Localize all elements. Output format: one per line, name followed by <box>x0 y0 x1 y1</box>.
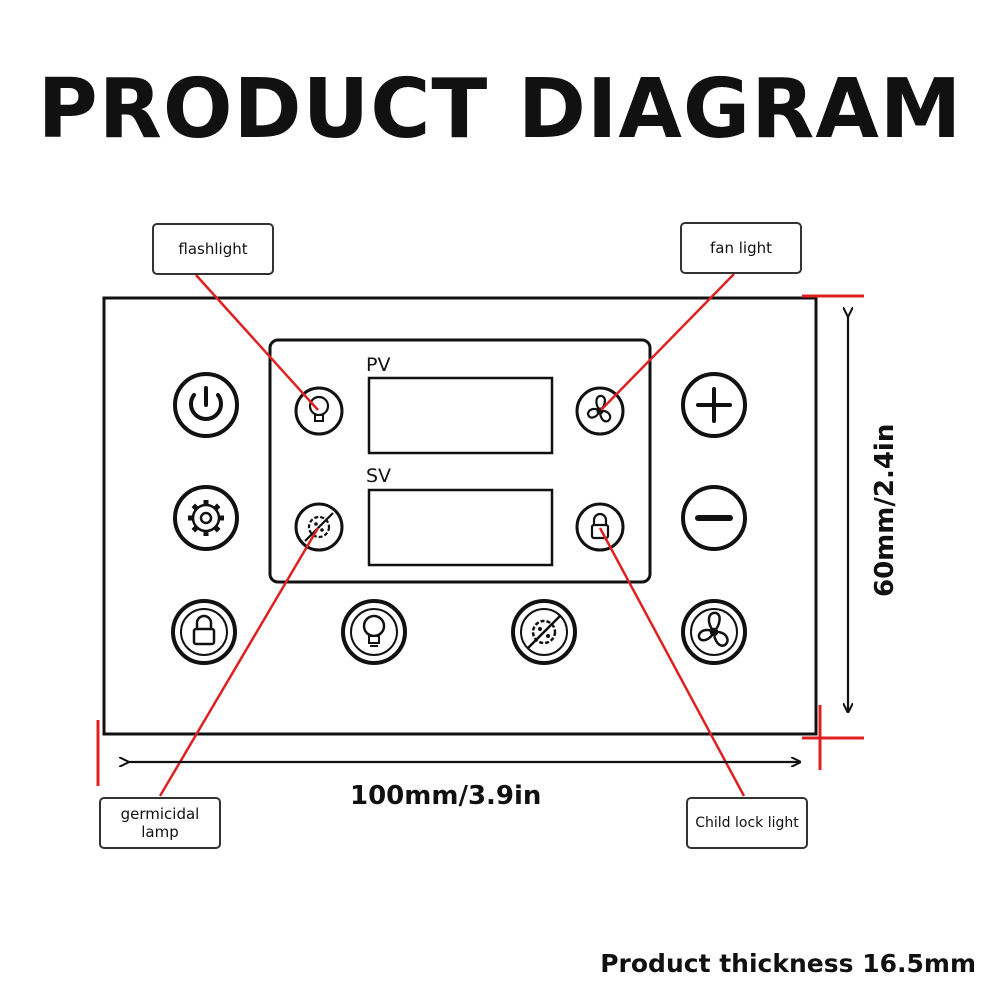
gear-icon <box>188 500 224 536</box>
callout-germicidal-lamp: germicidal lamp <box>99 797 221 849</box>
display-window <box>268 338 652 584</box>
germicidal-button[interactable] <box>511 599 577 665</box>
width-dimension-label: 100mm/3.9in <box>350 781 542 811</box>
bulb-icon <box>362 614 386 647</box>
leader-line-child-lock <box>598 527 746 797</box>
height-dimension-label: 60mm/2.4in <box>870 423 900 597</box>
product-thickness-note: Product thickness 16.5mm <box>600 949 976 978</box>
leader-line-fan <box>600 273 735 411</box>
sv-display <box>367 488 554 567</box>
dimension-ticks <box>96 294 864 786</box>
pv-display <box>367 376 554 455</box>
page-title: PRODUCT DIAGRAM <box>37 62 963 157</box>
power-icon <box>189 386 223 421</box>
plus-button[interactable] <box>681 372 747 438</box>
leader-line-germicidal <box>158 527 320 797</box>
flashlight-button[interactable] <box>341 599 407 665</box>
settings-button[interactable] <box>173 485 239 551</box>
minus-button[interactable] <box>681 485 747 551</box>
child-lock-button[interactable] <box>171 599 237 665</box>
lock-icon <box>192 614 216 646</box>
bulb-indicator-icon <box>308 395 330 422</box>
germicidal-indicator <box>294 502 344 552</box>
fan-icon <box>697 611 729 647</box>
child-lock-indicator <box>575 502 625 552</box>
leader-line-flashlight <box>195 274 319 411</box>
callout-fan-light: fan light <box>680 222 802 274</box>
germicidal-indicator-icon <box>304 512 334 542</box>
power-button[interactable] <box>173 372 239 438</box>
callout-flashlight: flashlight <box>152 223 274 275</box>
fan-indicator-icon <box>586 394 612 423</box>
plus-icon <box>696 387 732 423</box>
pv-label: PV <box>366 354 390 376</box>
leader-lines <box>158 273 746 797</box>
sv-label: SV <box>366 465 391 487</box>
germicidal-icon <box>527 615 561 649</box>
fan-button[interactable] <box>681 599 747 665</box>
callout-child-lock-light: Child lock light <box>686 797 808 849</box>
